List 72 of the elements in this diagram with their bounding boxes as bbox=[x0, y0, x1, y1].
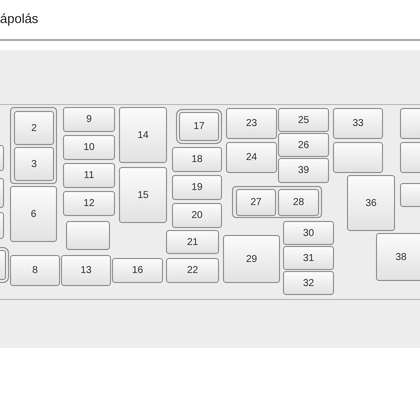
fuse-number: 23 bbox=[246, 118, 258, 129]
fuse-number: 13 bbox=[80, 265, 92, 276]
fuse-slot bbox=[63, 163, 115, 188]
fuse-slot bbox=[223, 235, 280, 283]
empty-fuse-slot bbox=[333, 142, 383, 173]
fuse-number: 8 bbox=[32, 265, 38, 276]
fuse-number: 24 bbox=[246, 152, 258, 163]
fuse-number: 25 bbox=[298, 114, 310, 126]
fuse-number: 6 bbox=[30, 208, 36, 220]
fuse-slot bbox=[226, 108, 277, 139]
fuse-slot bbox=[61, 255, 111, 286]
fuse-slot bbox=[283, 271, 334, 295]
fuse-number: 28 bbox=[292, 197, 304, 208]
fuse-number: 22 bbox=[186, 265, 198, 276]
fuse-slot bbox=[119, 107, 167, 163]
fuse-slot bbox=[63, 191, 115, 216]
fuse-slot bbox=[119, 167, 167, 223]
fuse-number: 14 bbox=[137, 130, 149, 140]
fuse-number: 16 bbox=[132, 265, 144, 276]
fuse-slot bbox=[112, 258, 163, 283]
fuse-number: 19 bbox=[191, 182, 203, 193]
fuse-number: 30 bbox=[302, 228, 314, 238]
fuse-slot bbox=[14, 147, 54, 181]
fuse-slot bbox=[14, 111, 54, 145]
fuse-slot bbox=[278, 158, 329, 183]
page-title: ápolás bbox=[0, 11, 38, 26]
fuse-number: 9 bbox=[86, 114, 92, 125]
fuse-number: 27 bbox=[250, 197, 262, 208]
fuse-number: 11 bbox=[84, 170, 94, 181]
fuse-slot bbox=[63, 135, 115, 160]
fuse-slot bbox=[236, 189, 276, 216]
fuse-number: 17 bbox=[193, 121, 205, 132]
fuse-number: 2 bbox=[31, 122, 37, 134]
fuse-slot bbox=[278, 133, 329, 157]
fuse-number: 33 bbox=[352, 118, 364, 129]
fuse-slot bbox=[10, 186, 57, 242]
fuse-number: 3 bbox=[31, 158, 37, 170]
fuse-number: 36 bbox=[365, 198, 377, 208]
fuse-number: 38 bbox=[395, 252, 407, 262]
fuse-slot bbox=[283, 221, 334, 245]
fuse-slot bbox=[333, 108, 383, 139]
fuse-number: 31 bbox=[302, 252, 314, 264]
fuse-number: 10 bbox=[83, 142, 95, 153]
fuse-number: 15 bbox=[137, 190, 149, 200]
fuse-slot bbox=[376, 233, 420, 281]
fuse-slot bbox=[347, 175, 395, 231]
fuse-slot bbox=[172, 147, 222, 172]
fuse-number: 20 bbox=[191, 210, 203, 221]
fuse-slot bbox=[226, 142, 277, 173]
fuse-number: 32 bbox=[302, 278, 314, 288]
fuse-slot bbox=[278, 108, 329, 132]
fuse-number: 21 bbox=[186, 236, 198, 248]
fuse-slot bbox=[10, 255, 60, 286]
fuse-slot bbox=[172, 203, 222, 228]
fuse-number: 12 bbox=[83, 198, 95, 209]
fuse-number: 29 bbox=[246, 254, 258, 264]
fuse-number: 18 bbox=[191, 154, 203, 165]
fuse-slot bbox=[172, 175, 222, 200]
fuse-number: 39 bbox=[298, 165, 310, 176]
fuse-number: 26 bbox=[298, 140, 310, 150]
fuse-slot bbox=[63, 107, 115, 132]
empty-fuse-slot bbox=[400, 108, 420, 139]
fuse-slot bbox=[283, 246, 334, 270]
fuse-group-frame bbox=[232, 186, 322, 218]
fuse-slot bbox=[278, 189, 319, 216]
empty-fuse-slot bbox=[400, 142, 420, 173]
empty-fuse-slot bbox=[400, 183, 420, 207]
fuse-slot bbox=[166, 258, 219, 283]
fuse-group-frame bbox=[10, 107, 57, 184]
fuse-slot bbox=[179, 112, 219, 141]
empty-fuse-slot bbox=[66, 221, 110, 250]
fuse-slot bbox=[166, 230, 219, 254]
